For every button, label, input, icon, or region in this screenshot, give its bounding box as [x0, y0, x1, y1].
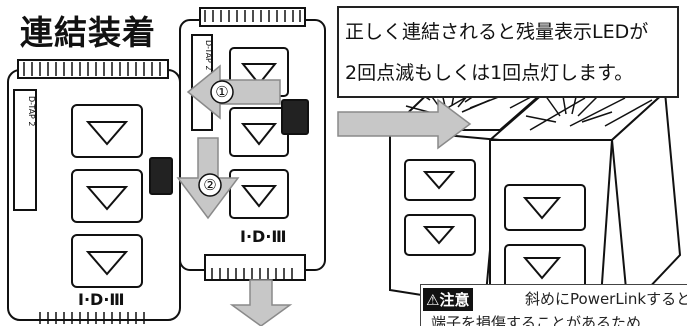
- step-1-marker: [210, 80, 234, 104]
- led-callout-box: 正しく連結されると残量表示LEDが 2回点滅もしくは1回点灯します。: [337, 6, 679, 98]
- battery-front: [7, 59, 181, 324]
- caution-box: ⚠注意 斜めにPowerLinkすると 端子を損傷することがあるため: [420, 284, 687, 326]
- battery-back-side-label: D-TAP 2: [204, 40, 213, 71]
- battery-back-brand: I·D·Ⅲ: [240, 227, 287, 246]
- callout-line-1: 正しく連結されると残量表示LEDが: [345, 21, 649, 43]
- arrow-right-to-result: [337, 98, 472, 150]
- battery-back-top-connector: [199, 7, 306, 27]
- battery-front-brand: I·D·Ⅲ: [78, 290, 125, 309]
- step-1-number: ①: [215, 83, 228, 101]
- step-2-number: ②: [203, 176, 216, 194]
- arrow-left-step-1: [186, 64, 281, 120]
- battery-front-side-label: D-TAP 2: [27, 96, 36, 127]
- caution-tag: ⚠注意: [423, 288, 474, 311]
- callout-line-2: 2回点滅もしくは1回点灯します。: [345, 62, 634, 84]
- caution-line-1: 斜めにPowerLinkすると: [525, 290, 687, 308]
- page-title: 連結装着: [20, 13, 156, 52]
- arrow-down-bottom: [229, 279, 293, 326]
- step-2-marker: [198, 173, 222, 197]
- caution-line-2: 端子を損傷することがあるため: [431, 314, 642, 326]
